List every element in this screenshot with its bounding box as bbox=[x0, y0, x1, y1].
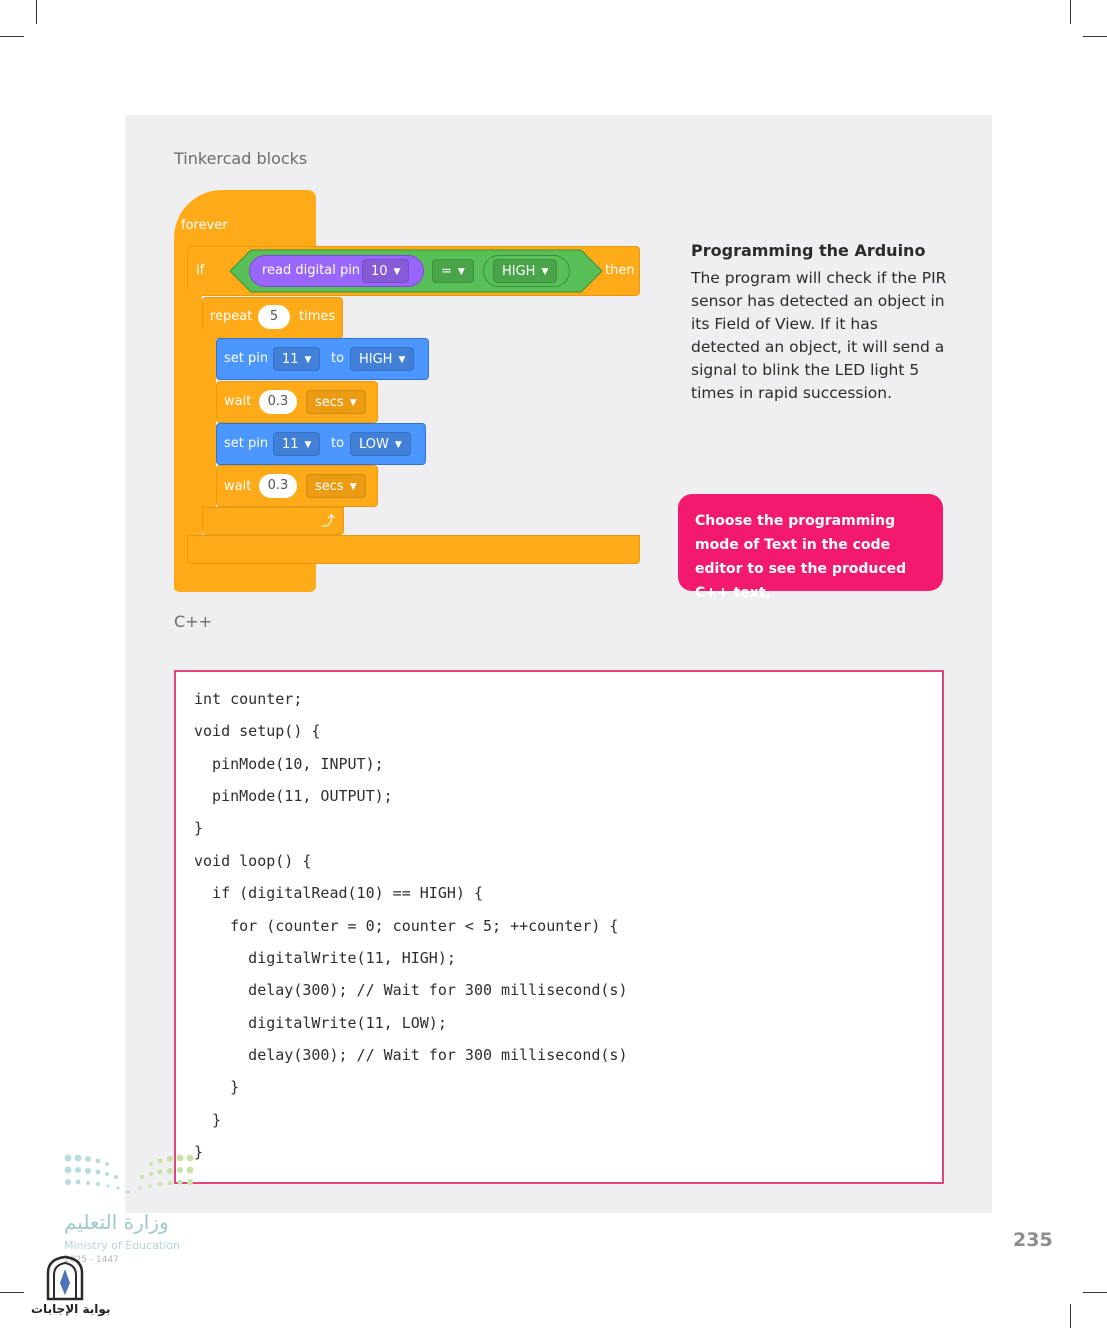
set-pin-1-dropdown[interactable]: 11 ▼ bbox=[273, 347, 321, 371]
crop-mark bbox=[0, 36, 24, 37]
ministry-arabic-name: وزارة التعليم bbox=[64, 1210, 169, 1234]
watermark-logo-icon bbox=[46, 1255, 84, 1301]
forever-arm bbox=[174, 240, 187, 590]
repeat-count-input[interactable]: 5 bbox=[258, 305, 290, 329]
set-pin-2-state-dropdown[interactable]: LOW ▼ bbox=[350, 432, 411, 456]
wait-1-unit-dropdown[interactable]: secs ▼ bbox=[306, 390, 366, 414]
watermark-text: بوابة الإجابات bbox=[31, 1302, 111, 1316]
code-box bbox=[174, 670, 944, 1184]
compare-value: HIGH bbox=[502, 264, 536, 279]
set-pin-2-dropdown[interactable]: 11 ▼ bbox=[273, 432, 321, 456]
forever-label: forever bbox=[181, 218, 228, 233]
forever-block bbox=[174, 190, 316, 248]
page-number: 235 bbox=[1013, 1229, 1053, 1251]
chevron-down-icon: ▼ bbox=[304, 440, 312, 450]
set-pin-1-value: 11 bbox=[282, 352, 299, 367]
chevron-down-icon: ▼ bbox=[398, 355, 406, 365]
if-bottom bbox=[187, 535, 640, 564]
chevron-down-icon: ▼ bbox=[541, 267, 549, 277]
chevron-down-icon: ▼ bbox=[304, 355, 312, 365]
compare-dropdown[interactable]: HIGH ▼ bbox=[493, 259, 558, 283]
code-line: for (counter = 0; counter < 5; ++counter… bbox=[194, 917, 619, 935]
set-pin-1-state-dropdown[interactable]: HIGH ▼ bbox=[350, 347, 415, 371]
wait-2-input[interactable]: 0.3 bbox=[259, 474, 297, 498]
code-line: pinMode(10, INPUT); bbox=[194, 755, 384, 773]
code-line: } bbox=[194, 1143, 204, 1161]
crop-mark bbox=[0, 1292, 24, 1293]
chevron-down-icon: ▼ bbox=[349, 482, 357, 492]
to-label: to bbox=[331, 351, 345, 366]
description-title: Programming the Arduino bbox=[691, 241, 926, 260]
ministry-year: 2025 - 1447 bbox=[64, 1255, 119, 1265]
crop-mark bbox=[1083, 1292, 1107, 1293]
crop-mark bbox=[1070, 0, 1071, 24]
mode-callout: Choose the programming mode of Text in t… bbox=[678, 494, 943, 601]
loop-arrow-icon: ⤴ bbox=[321, 514, 335, 530]
if-label: if bbox=[196, 263, 205, 278]
times-label: times bbox=[299, 309, 336, 324]
wait-label: wait bbox=[224, 479, 252, 494]
code-line: pinMode(11, OUTPUT); bbox=[194, 787, 393, 805]
read-digital-pin-label: read digital pin bbox=[262, 263, 361, 278]
ministry-logo-dots bbox=[64, 1154, 194, 1194]
code-line: } bbox=[194, 819, 204, 837]
crop-mark bbox=[36, 0, 37, 24]
crop-mark bbox=[1070, 1304, 1071, 1328]
operator-value: = bbox=[441, 264, 452, 279]
then-label: then bbox=[605, 263, 635, 278]
code-line: if (digitalRead(10) == HIGH) { bbox=[194, 884, 483, 902]
set-pin-label: set pin bbox=[224, 351, 269, 366]
wait-2-unit: secs bbox=[315, 479, 344, 494]
code-line: } bbox=[194, 1078, 240, 1096]
wait-1-unit: secs bbox=[315, 395, 344, 410]
code-line: void loop() { bbox=[194, 852, 312, 870]
ministry-english-name: Ministry of Education bbox=[64, 1239, 181, 1252]
chevron-down-icon: ▼ bbox=[349, 398, 357, 408]
set-pin-label: set pin bbox=[224, 436, 269, 451]
set-pin-2-value: 11 bbox=[282, 437, 299, 452]
description-body: The program will check if the PIR sensor… bbox=[691, 269, 947, 402]
to-label: to bbox=[331, 436, 345, 451]
set-pin-1-state: HIGH bbox=[359, 352, 393, 367]
code-line: digitalWrite(11, LOW); bbox=[194, 1014, 447, 1032]
repeat-label: repeat bbox=[210, 309, 253, 324]
pin-dropdown[interactable]: 10 ▼ bbox=[362, 259, 410, 283]
chevron-down-icon: ▼ bbox=[393, 267, 401, 277]
wait-label: wait bbox=[224, 394, 252, 409]
set-pin-2-state: LOW bbox=[359, 437, 389, 452]
repeat-arm bbox=[202, 330, 216, 510]
blocks-section-label: Tinkercad blocks bbox=[174, 149, 308, 168]
cpp-section-label: C++ bbox=[174, 612, 212, 631]
pin-dropdown-value: 10 bbox=[371, 264, 388, 279]
wait-1-input[interactable]: 0.3 bbox=[259, 390, 297, 414]
code-line: digitalWrite(11, HIGH); bbox=[194, 949, 456, 967]
code-line: int counter; bbox=[194, 690, 303, 708]
code-line: void setup() { bbox=[194, 722, 321, 740]
if-arm bbox=[187, 290, 202, 540]
crop-mark bbox=[1083, 36, 1107, 37]
chevron-down-icon: ▼ bbox=[457, 267, 465, 277]
code-line: } bbox=[194, 1111, 222, 1129]
repeat-bottom bbox=[202, 507, 344, 535]
code-line: delay(300); // Wait for 300 millisecond(… bbox=[194, 981, 628, 999]
code-line: delay(300); // Wait for 300 millisecond(… bbox=[194, 1046, 628, 1064]
operator-dropdown[interactable]: =▼ bbox=[432, 259, 474, 283]
chevron-down-icon: ▼ bbox=[394, 440, 402, 450]
wait-2-unit-dropdown[interactable]: secs ▼ bbox=[306, 474, 366, 498]
